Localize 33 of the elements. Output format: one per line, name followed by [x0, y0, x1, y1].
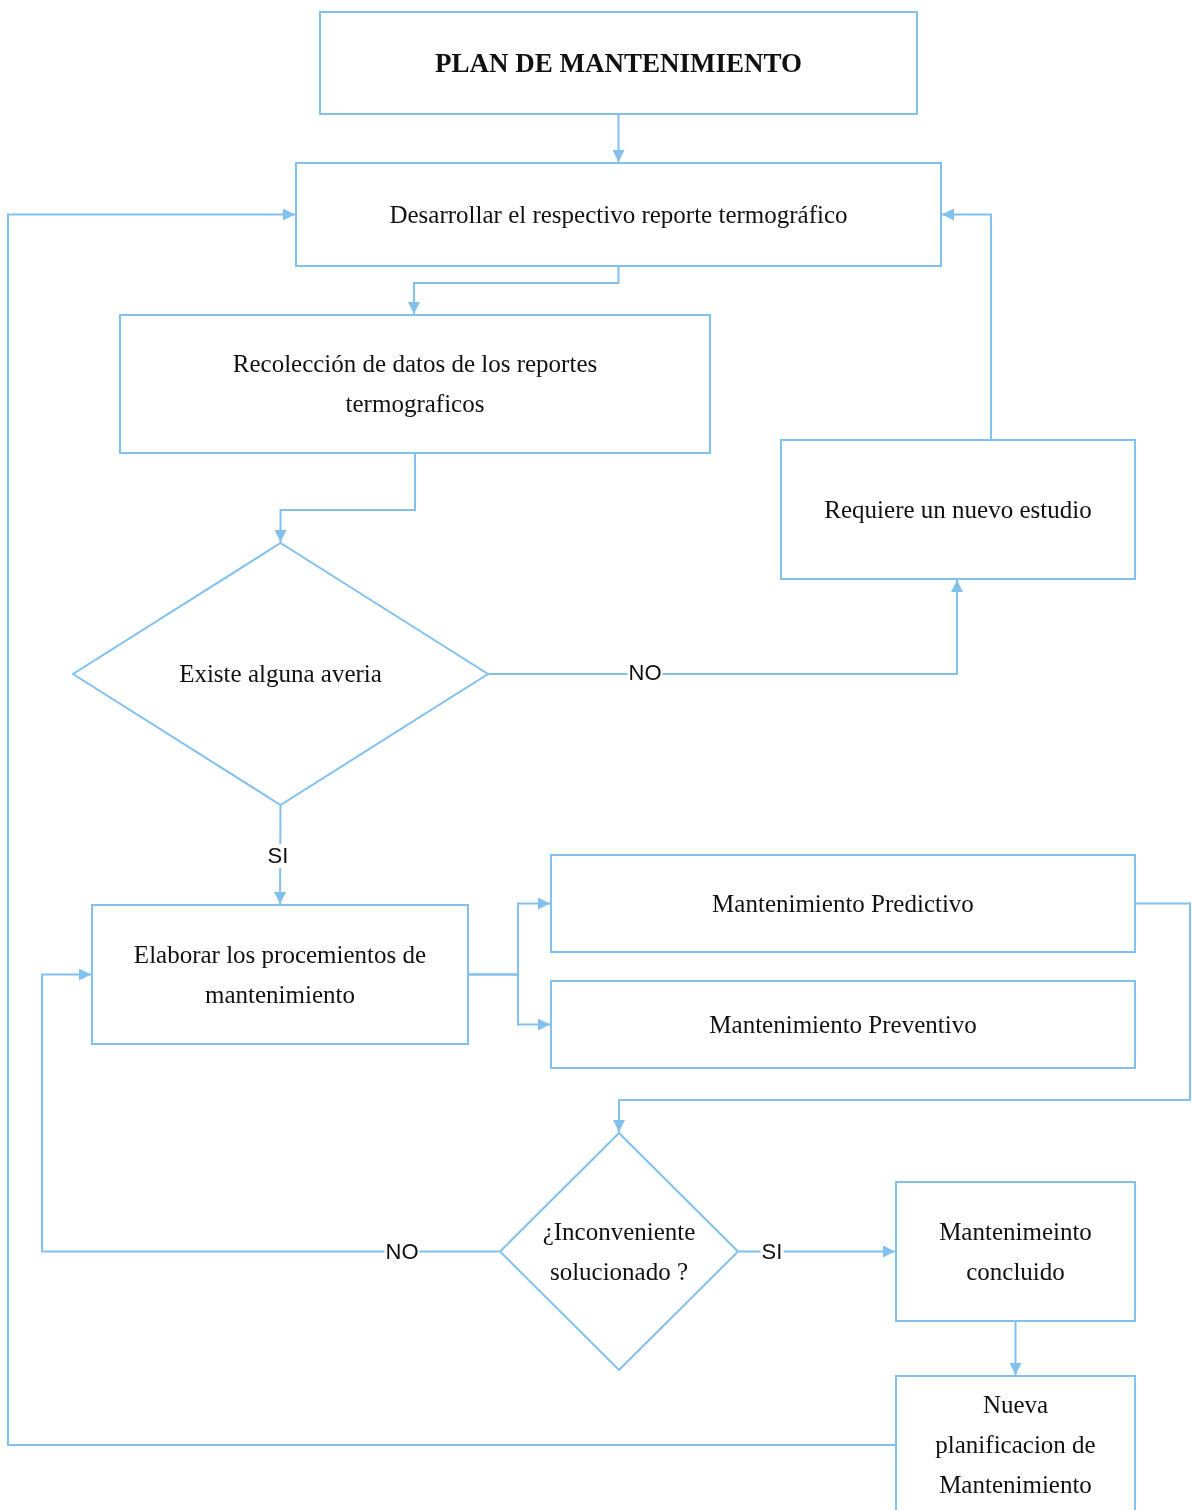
arrow	[488, 579, 963, 675]
edge-label: SI	[266, 844, 290, 868]
process-box	[319, 11, 918, 115]
arrow	[468, 973, 551, 1031]
node-text: Existe alguna averia	[179, 659, 382, 689]
process-box	[550, 854, 1136, 953]
node-text: ¿Inconveniente solucionado ?	[541, 1216, 697, 1287]
node-text: Elaborar los procemientos de mantenimiento	[132, 939, 428, 1010]
arrow	[612, 114, 625, 163]
process-box	[550, 980, 1136, 1069]
node-text: Recolección de datos de los reportes termograficos	[231, 349, 599, 419]
process-box	[895, 1375, 1136, 1510]
node-text: Mantenimiento Predictivo	[712, 888, 974, 919]
node-text: Requiere un nuevo estudio	[824, 494, 1092, 525]
arrow	[408, 266, 620, 315]
node-text: Mantenimiento Preventivo	[709, 1009, 977, 1040]
process-box	[91, 904, 469, 1045]
arrow	[941, 208, 992, 440]
arrow	[613, 902, 1191, 1133]
arrow	[1009, 1321, 1022, 1376]
arrow	[41, 968, 500, 1253]
process-box	[895, 1181, 1136, 1322]
arrow	[274, 805, 287, 905]
arrow	[738, 1245, 896, 1258]
process-box	[780, 439, 1136, 580]
arrow	[7, 208, 896, 1446]
arrow	[274, 453, 416, 543]
process-box	[119, 314, 711, 454]
node-text: Nueva planificacion de Mantenimiento	[934, 1390, 1097, 1500]
node-text: Mantenimeinto concluido	[938, 1216, 1093, 1287]
process-box	[295, 162, 942, 267]
title-text: PLAN DE MANTENIMIENTO	[435, 47, 802, 80]
node-text: Desarrollar el respectivo reporte termográfico	[389, 199, 848, 230]
